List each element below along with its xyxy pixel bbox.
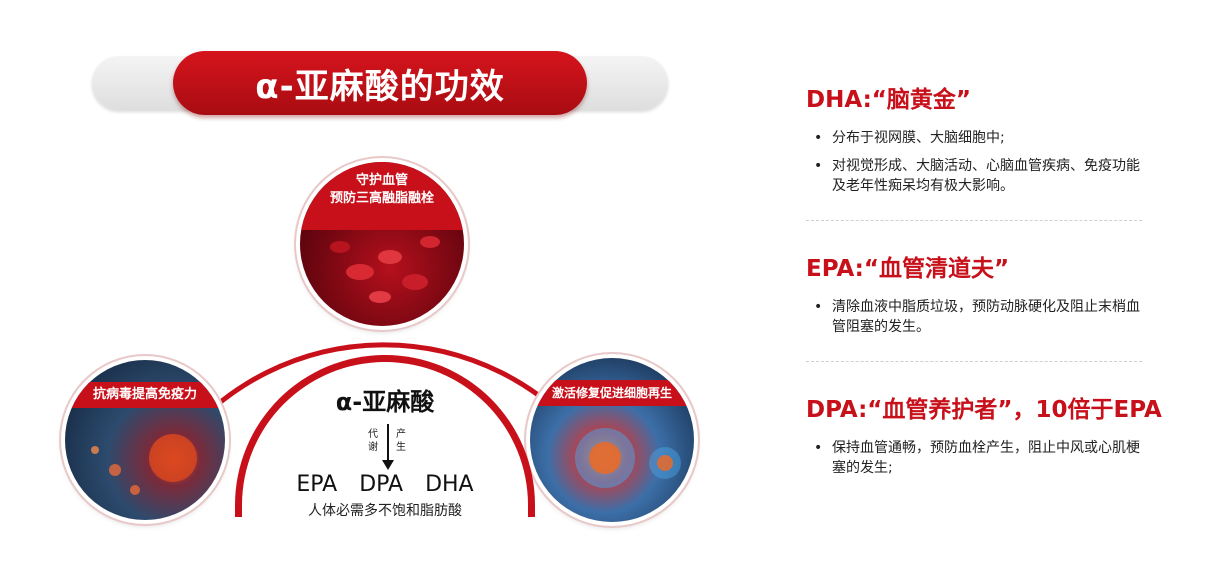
section-title: DPA:“血管养护者”，10倍于EPA (806, 397, 1162, 423)
page-title: α-亚麻酸的功效 (173, 51, 587, 115)
benefits-diagram: 守护血管 预防三高融脂融栓 抗病毒提高免疫力 激活修复促进细胞再生 (60, 150, 740, 540)
metabolism-arrow: 代谢 产生 (242, 424, 528, 470)
center-title: α-亚麻酸 (335, 388, 435, 416)
cell-illustration (575, 428, 681, 488)
arrow-down-icon (382, 460, 394, 470)
bullet-item: 保持血管通畅，预防血栓产生，阻止中风或心肌梗塞的发生; (806, 438, 1152, 478)
section-dpa: DPA:“血管养护者”，10倍于EPA 保持血管通畅，预防血栓产生，阻止中风或心… (806, 390, 1166, 478)
vessel-protection-label-line2: 预防三高融脂融栓 (329, 191, 434, 206)
regeneration-circle: 激活修复促进细胞再生 (530, 358, 694, 522)
section-dha: DHA:“脑黄金” 分布于视网膜、大脑细胞中; 对视觉形成、大脑活动、心脑血管疾… (806, 80, 1166, 196)
bullet-item: 对视觉形成、大脑活动、心脑血管疾病、免疫功能及老年性痴呆均有极大影响。 (806, 156, 1152, 196)
fatty-acid-epa: EPA (296, 472, 338, 497)
vessel-protection-label-line1: 守护血管 (355, 173, 408, 188)
section-divider (806, 220, 1142, 221)
blood-cells-illustration (330, 236, 440, 303)
arrow-left-text: 代谢 (368, 429, 378, 453)
immunity-label: 抗病毒提高免疫力 (65, 382, 225, 408)
regeneration-label: 激活修复促进细胞再生 (530, 380, 694, 406)
bullet-item: 清除血液中脂质垃圾，预防动脉硬化及阻止末梢血管阻塞的发生。 (806, 297, 1152, 337)
fatty-acid-dpa: DPA (359, 472, 404, 497)
immunity-circle: 抗病毒提高免疫力 (65, 360, 225, 520)
section-title: DHA:“脑黄金” (806, 87, 971, 113)
center-arch: α-亚麻酸 代谢 产生 EPA DPA DHA 人体必需多不饱和脂肪酸 (235, 355, 535, 519)
benefits-details: DHA:“脑黄金” 分布于视网膜、大脑细胞中; 对视觉形成、大脑活动、心脑血管疾… (806, 80, 1166, 486)
fatty-acid-row: EPA DPA DHA (242, 472, 528, 497)
center-subtitle: 人体必需多不饱和脂肪酸 (308, 503, 462, 519)
arrow-right-text: 产生 (396, 429, 406, 453)
fatty-acid-dha: DHA (425, 472, 474, 497)
vessel-protection-label: 守护血管 预防三高融脂融栓 (300, 162, 464, 230)
virus-illustration (91, 434, 197, 495)
section-epa: EPA:“血管清道夫” 清除血液中脂质垃圾，预防动脉硬化及阻止末梢血管阻塞的发生… (806, 249, 1166, 337)
section-title: EPA:“血管清道夫” (806, 256, 1010, 282)
bullet-item: 分布于视网膜、大脑细胞中; (806, 128, 1152, 148)
section-divider (806, 361, 1142, 362)
vessel-protection-circle: 守护血管 预防三高融脂融栓 (300, 162, 464, 326)
arrow-line (387, 424, 389, 462)
